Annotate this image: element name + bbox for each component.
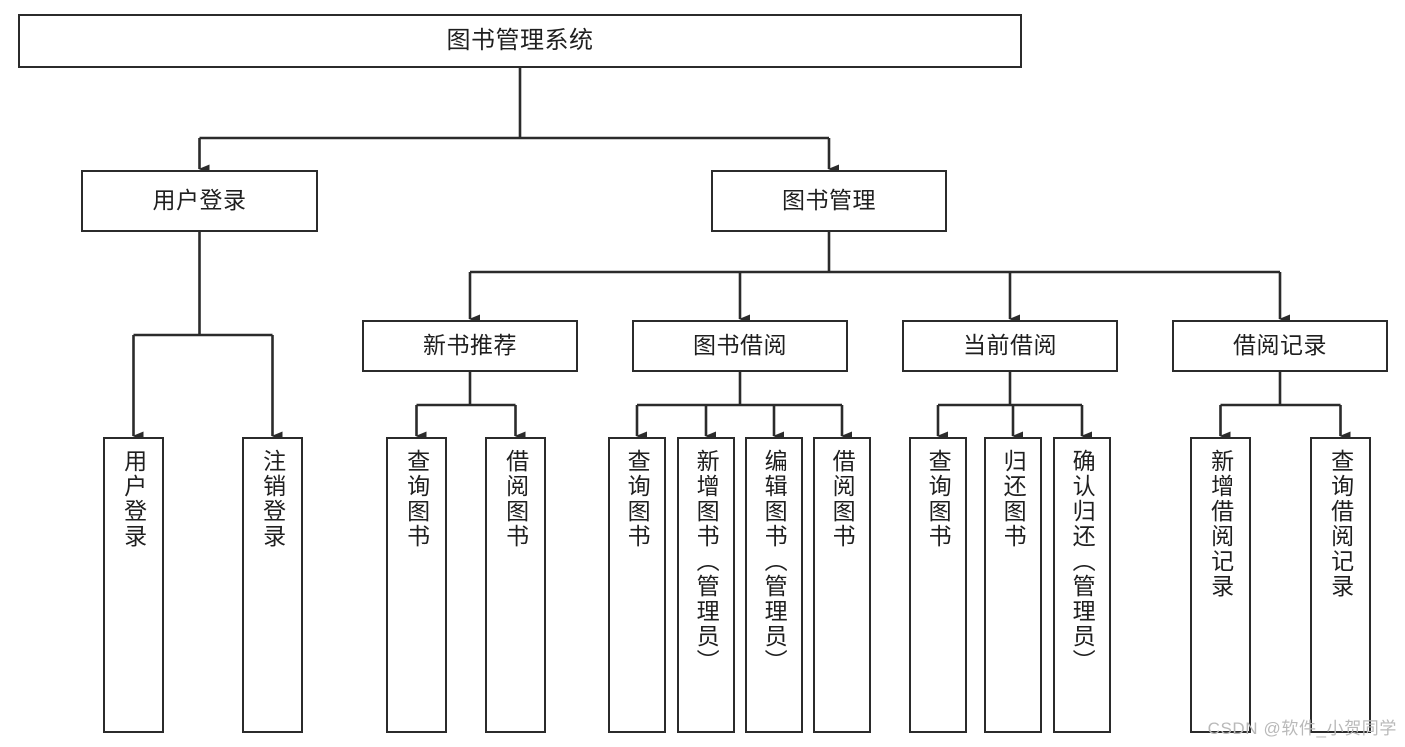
node-label-borrow-book-2: 借阅图书: [829, 449, 856, 549]
node-query-book-1[interactable]: 查询图书: [386, 437, 447, 733]
node-query-borrow-record[interactable]: 查询借阅记录: [1310, 437, 1371, 733]
node-label-add-book-admin: 新增图书（管理员）: [693, 449, 720, 674]
node-edit-book-admin[interactable]: 编辑图书（管理员）: [745, 437, 803, 733]
node-book-borrow[interactable]: 图书借阅: [632, 320, 848, 372]
node-label-borrow-record: 借阅记录: [1233, 332, 1327, 359]
node-label-query-book-1: 查询图书: [403, 449, 430, 549]
node-label-book-borrow: 图书借阅: [693, 332, 787, 359]
node-label-query-book-2: 查询图书: [624, 449, 651, 549]
node-label-return-book: 归还图书: [1000, 449, 1027, 549]
node-label-query-borrow-record: 查询借阅记录: [1327, 449, 1354, 599]
node-label-add-borrow-record: 新增借阅记录: [1207, 449, 1234, 599]
node-label-user-logout: 注销登录: [259, 449, 286, 549]
node-label-new-book-recommend: 新书推荐: [423, 332, 517, 359]
node-current-borrow[interactable]: 当前借阅: [902, 320, 1118, 372]
node-borrow-record[interactable]: 借阅记录: [1172, 320, 1388, 372]
node-label-book-manage: 图书管理: [782, 187, 876, 214]
node-label-query-book-3: 查询图书: [925, 449, 952, 549]
node-confirm-return-admin[interactable]: 确认归还（管理员）: [1053, 437, 1111, 733]
node-label-user-login: 用户登录: [152, 187, 247, 214]
node-root[interactable]: 图书管理系统: [18, 14, 1022, 68]
node-return-book[interactable]: 归还图书: [984, 437, 1042, 733]
node-borrow-book-2[interactable]: 借阅图书: [813, 437, 871, 733]
watermark: CSDN @软件_小贺同学: [1207, 719, 1397, 738]
node-borrow-book-1[interactable]: 借阅图书: [485, 437, 546, 733]
node-label-borrow-book-1: 借阅图书: [502, 449, 529, 549]
node-user-logout[interactable]: 注销登录: [242, 437, 303, 733]
node-label-current-borrow: 当前借阅: [963, 332, 1057, 359]
node-user-login[interactable]: 用户登录: [81, 170, 318, 232]
node-label-edit-book-admin: 编辑图书（管理员）: [761, 449, 788, 674]
node-label-confirm-return-admin: 确认归还（管理员）: [1069, 449, 1096, 674]
node-label-root: 图书管理系统: [446, 26, 594, 54]
node-new-book-recommend[interactable]: 新书推荐: [362, 320, 578, 372]
node-add-borrow-record[interactable]: 新增借阅记录: [1190, 437, 1251, 733]
node-label-user-login-do: 用户登录: [120, 449, 147, 549]
node-add-book-admin[interactable]: 新增图书（管理员）: [677, 437, 735, 733]
node-user-login-do[interactable]: 用户登录: [103, 437, 164, 733]
node-query-book-2[interactable]: 查询图书: [608, 437, 666, 733]
node-book-manage[interactable]: 图书管理: [711, 170, 947, 232]
node-query-book-3[interactable]: 查询图书: [909, 437, 967, 733]
